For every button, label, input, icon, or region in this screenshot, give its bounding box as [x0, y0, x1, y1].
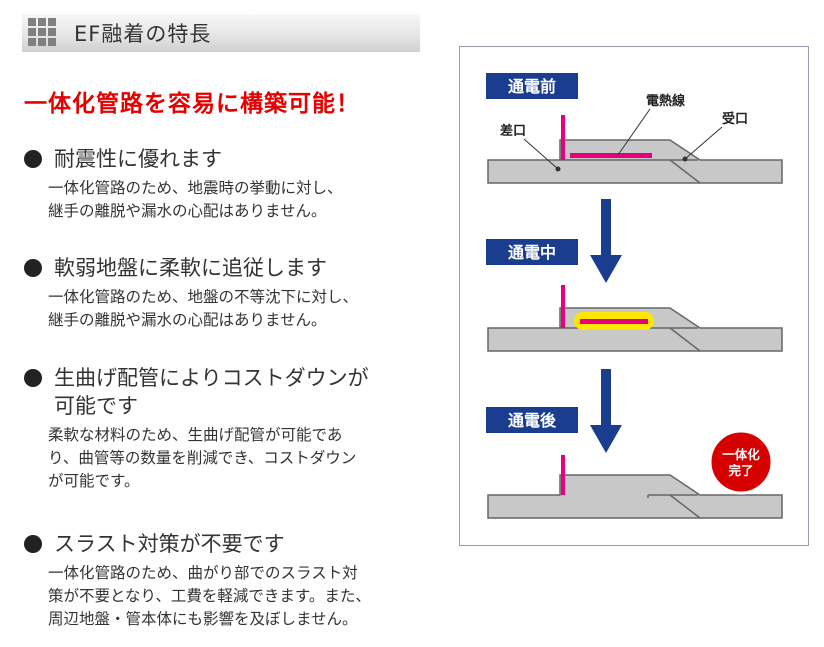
feature-desc: 一体化管路のため、地盤の不等沈下に対し、 継手の離脱や漏水の心配はありません。: [48, 286, 404, 332]
spigot-marker: [561, 455, 565, 495]
desc-line: が可能です。: [48, 472, 140, 490]
desc-line: 一体化管路のため、地震時の挙動に対し、: [48, 179, 343, 197]
diagram-svg: 通電前 差口 電熱線 受口 通電中 通電後: [486, 73, 783, 519]
badge-line-1: 一体化: [722, 447, 760, 462]
label-spigot: 差口: [500, 123, 526, 139]
feature-desc: 柔軟な材料のため、生曲げ配管が可能であ り、曲管等の数量を削減でき、コストダウン…: [48, 424, 404, 493]
spigot-marker: [561, 285, 565, 328]
desc-line: 柔軟な材料のため、生曲げ配管が可能であ: [48, 426, 343, 444]
feature-desc: 一体化管路のため、地震時の挙動に対し、 継手の離脱や漏水の心配はありません。: [48, 177, 404, 223]
stage-label-box: [486, 239, 578, 265]
bullet-icon: [24, 535, 42, 553]
arrow-down-icon: [601, 199, 611, 257]
label-socket: 受口: [722, 111, 748, 127]
badge-line-2: 完了: [728, 463, 753, 478]
stage-label-during: 通電中: [508, 243, 556, 262]
stage-label-box: [486, 407, 578, 433]
headline: 一体化管路を容易に構築可能！: [24, 91, 360, 117]
ef-fusion-diagram: 通電前 差口 電熱線 受口 通電中 通電後: [459, 46, 809, 546]
stage-label-before: 通電前: [508, 77, 556, 96]
bullet-icon: [24, 369, 42, 387]
desc-line: 一体化管路のため、地盤の不等沈下に対し、: [48, 288, 359, 306]
section-header: EF融着の特長: [22, 14, 420, 52]
section-title: EF融着の特長: [74, 22, 212, 46]
feature-title: スラスト対策が不要です: [54, 532, 285, 556]
feature-desc: 一体化管路のため、曲がり部でのスラスト対 策が不要となり、工費を軽減できます。ま…: [48, 562, 404, 631]
feature-title: 耐震性に優れます: [54, 147, 222, 171]
desc-line: 一体化管路のため、曲がり部でのスラスト対: [48, 564, 358, 582]
desc-line: 継手の離脱や漏水の心配はありません。: [48, 202, 327, 220]
bullet-icon: [24, 259, 42, 277]
feature-seismic: 耐震性に優れます 一体化管路のため、地震時の挙動に対し、 継手の離脱や漏水の心配…: [24, 145, 404, 223]
stage-label-box: [486, 73, 578, 99]
spigot-marker: [561, 115, 565, 160]
arrow-down-icon: [601, 369, 611, 427]
desc-line: り、曲管等の数量を削減でき、コストダウン: [48, 449, 357, 467]
feature-title: 生曲げ配管によりコストダウンが 可能です: [54, 366, 369, 418]
stage-label-after: 通電後: [508, 411, 557, 430]
desc-line: 策が不要となり、工費を軽減できます。また、: [48, 587, 371, 605]
desc-line: 周辺地盤・管本体にも影響を及ぼしません。: [48, 610, 358, 628]
heating-wire: [580, 319, 648, 324]
feature-soft-ground: 軟弱地盤に柔軟に追従します 一体化管路のため、地盤の不等沈下に対し、 継手の離脱…: [24, 254, 404, 332]
bullet-icon: [24, 150, 42, 168]
grid-icon: [28, 18, 58, 48]
desc-line: 継手の離脱や漏水の心配はありません。: [48, 311, 327, 329]
completion-badge: [708, 429, 774, 495]
feature-thrust: スラスト対策が不要です 一体化管路のため、曲がり部でのスラスト対 策が不要となり…: [24, 530, 404, 631]
label-heating-wire: 電熱線: [646, 93, 686, 109]
heating-wire: [570, 153, 652, 158]
feature-title: 軟弱地盤に柔軟に追従します: [54, 256, 327, 280]
feature-cost-down: 生曲げ配管によりコストダウンが 可能です 柔軟な材料のため、生曲げ配管が可能であ…: [24, 364, 404, 493]
